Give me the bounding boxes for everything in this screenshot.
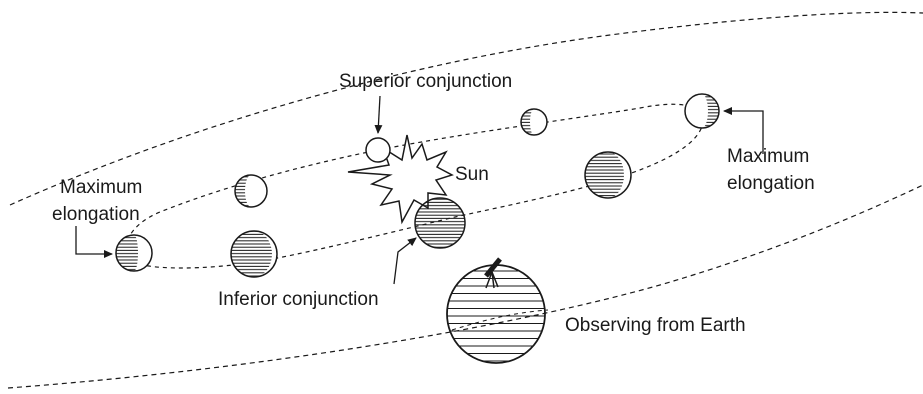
planet-superior-conjunction xyxy=(366,138,390,162)
earth-hatched-globe-icon xyxy=(447,265,545,363)
label-observing-from-earth: Observing from Earth xyxy=(565,315,746,336)
arrow-max-elongation-left xyxy=(76,226,112,254)
label-superior-conjunction: Superior conjunction xyxy=(339,71,512,92)
arrow-inferior-conjunction xyxy=(394,238,416,284)
label-max-elongation-left-1: Maximum xyxy=(60,177,142,198)
label-max-elongation-left-2: elongation xyxy=(52,204,140,225)
arrow-superior-conjunction xyxy=(378,96,380,133)
label-max-elongation-right-1: Maximum xyxy=(727,146,809,167)
label-inferior-conjunction: Inferior conjunction xyxy=(218,289,379,310)
planet-inferior-conjunction xyxy=(415,198,465,248)
label-max-elongation-right-2: elongation xyxy=(727,173,815,194)
label-sun: Sun xyxy=(455,164,489,185)
